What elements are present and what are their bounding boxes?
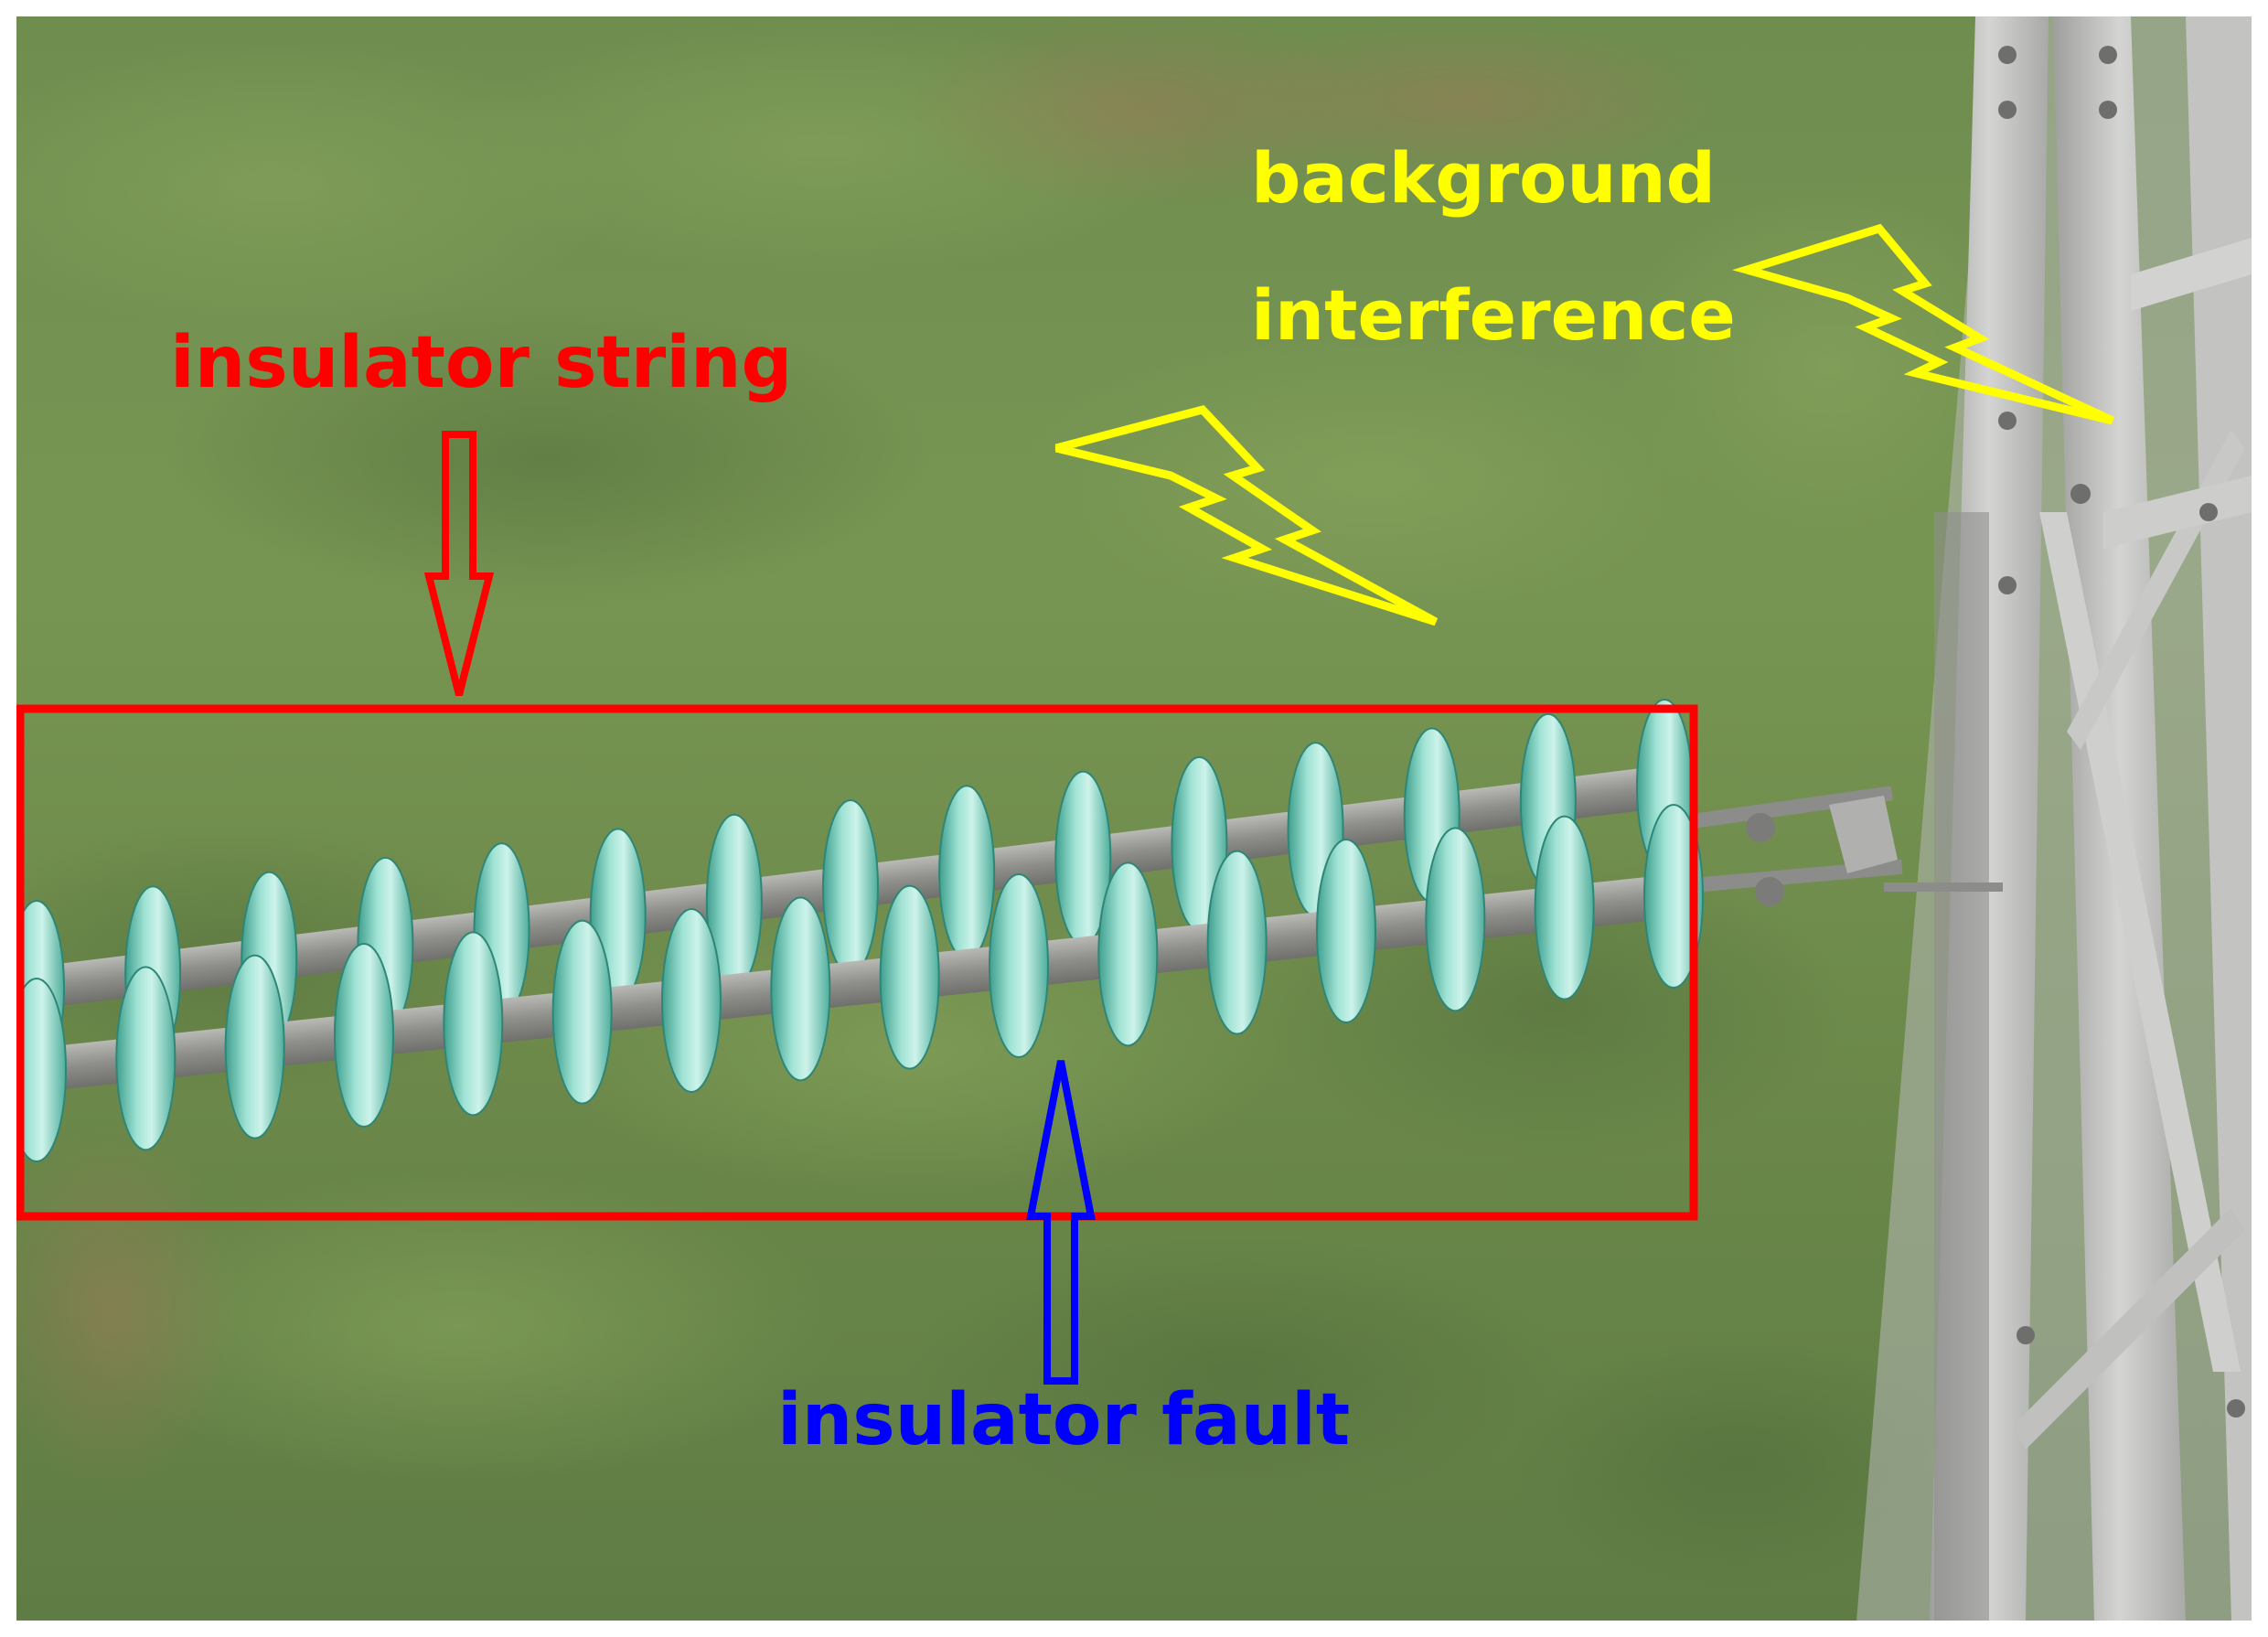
insulator-string-label: insulator string bbox=[170, 322, 793, 404]
insulator-disc bbox=[443, 931, 504, 1117]
insulator-disc bbox=[989, 873, 1049, 1058]
background-interference-label-line1: background bbox=[1251, 137, 1716, 219]
insulator-disc bbox=[1534, 815, 1595, 1000]
insulator-disc bbox=[879, 884, 940, 1070]
lightning-bolt-icon bbox=[1732, 223, 2114, 425]
insulator-string-box bbox=[16, 704, 1698, 1221]
insulator-disc bbox=[822, 799, 879, 975]
insulator-hardware bbox=[1692, 786, 2003, 906]
insulator-disc bbox=[1643, 804, 1704, 989]
insulator-disc bbox=[551, 919, 613, 1105]
insulator-disc bbox=[115, 966, 177, 1151]
insulator-fault-arrow bbox=[1026, 1060, 1096, 1385]
insulator-string-lower bbox=[6, 804, 1704, 1162]
insulator-disc bbox=[661, 908, 722, 1093]
insulator-disc bbox=[938, 785, 996, 961]
insulator-disc bbox=[770, 896, 831, 1082]
insulator-disc bbox=[1425, 827, 1486, 1012]
background-interference-label-line2: interference bbox=[1251, 274, 1736, 356]
insulator-disc bbox=[224, 954, 285, 1139]
insulator-disc bbox=[1316, 839, 1376, 1023]
insulator-disc bbox=[334, 943, 394, 1128]
insulator-string-arrow bbox=[423, 431, 495, 696]
lightning-bolt-icon bbox=[1054, 404, 1439, 626]
insulator-fault-label: insulator fault bbox=[777, 1379, 1351, 1461]
insulator-string-upper bbox=[8, 699, 1693, 1075]
insulator-disc bbox=[1206, 850, 1268, 1035]
insulator-disc bbox=[1097, 861, 1159, 1047]
transmission-tower bbox=[1856, 16, 2252, 1621]
